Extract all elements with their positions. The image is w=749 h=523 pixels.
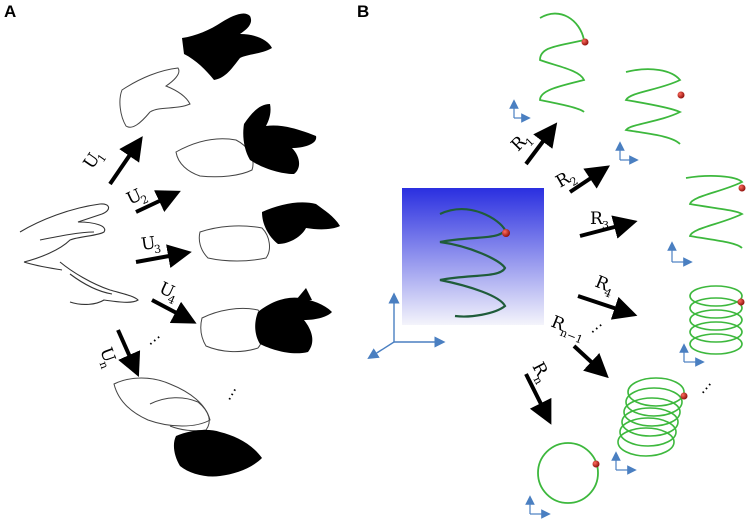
helix-r2 [620, 69, 685, 160]
operator-label-r4: R 4 [591, 272, 617, 300]
svg-text:3: 3 [602, 219, 609, 232]
arrow-r4 [578, 296, 626, 312]
operator-label-un: U n [92, 345, 120, 371]
helix-r1 [514, 14, 589, 118]
panel-b: R 1 R 2 R 3 R 4 R n−1 R n ⋯ ⋯ [372, 14, 746, 514]
wolf-puppet [199, 202, 340, 261]
operator-label-r3: R 3 [590, 209, 609, 232]
panel-label-b: B [357, 2, 369, 21]
operator-label-u1: U 1 [80, 146, 110, 175]
fox-puppet [201, 288, 332, 353]
arrow-rn-1 [574, 346, 600, 370]
svg-text:3: 3 [153, 242, 162, 256]
source-helix-marker [502, 229, 510, 237]
ellipsis-a-1: ⋯ [143, 329, 166, 352]
helix-rn-1 [616, 378, 688, 470]
operator-label-u3: U 3 [140, 233, 162, 258]
helix-rn [530, 443, 600, 514]
arrow-u1 [110, 146, 136, 184]
dog-puppet [176, 104, 316, 177]
ellipsis-b-2: ⋯ [694, 377, 717, 400]
source-hands-illustration [20, 204, 138, 305]
operator-label-rn-1: R n−1 [547, 312, 588, 347]
arrow-un [118, 330, 134, 366]
svg-text:n−1: n−1 [558, 326, 584, 347]
ellipsis-b-1: ⋯ [585, 317, 608, 340]
source-helix-box [402, 188, 544, 325]
helix-r3 [672, 176, 746, 262]
panel-label-a: A [4, 2, 16, 21]
ellipsis-a-2: ⋯ [220, 383, 243, 405]
panel-a: U 1 U 2 U 3 U 4 U n ⋯ ⋯ [20, 14, 340, 477]
helix-r4 [684, 286, 745, 362]
bird-puppet [120, 14, 272, 128]
operator-label-r2: R 2 [553, 166, 581, 195]
